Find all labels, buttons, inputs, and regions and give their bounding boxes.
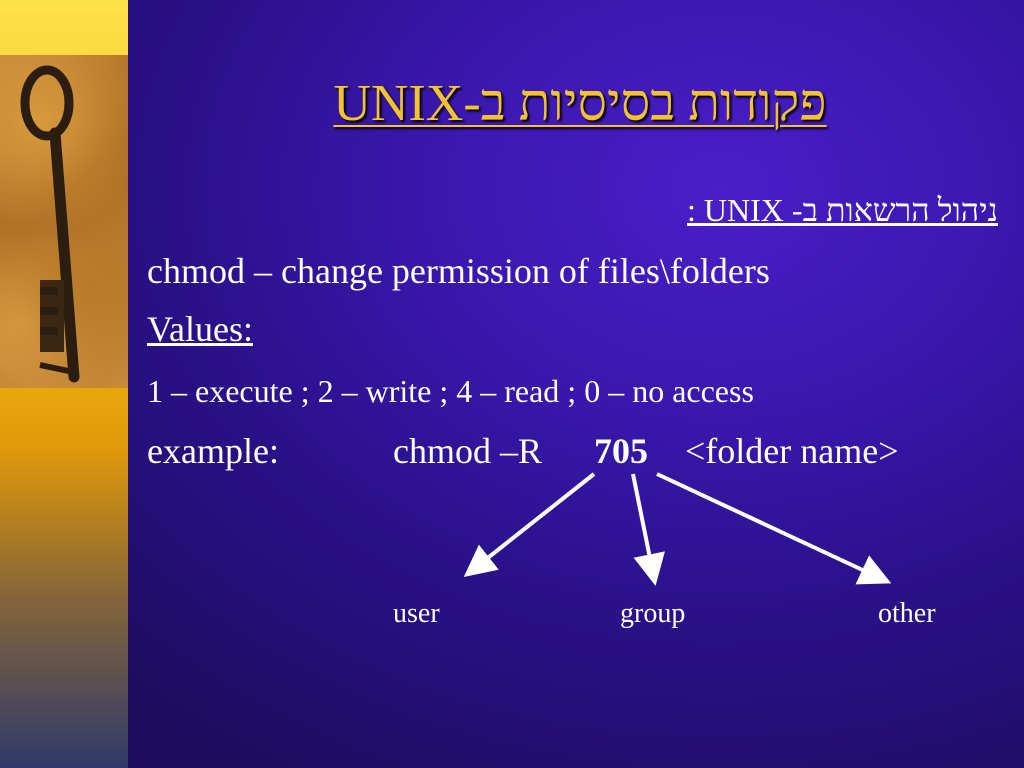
label-user: user [393,598,440,629]
folder-argument: <folder name> [685,431,899,471]
subtitle: ניהול הרשאות ב- UNIX : [687,192,998,228]
key-icon [20,65,80,383]
label-group: group [620,598,686,629]
slide-title: פקודות בסיסיות ב-UNIX [333,75,827,132]
values-heading: Values: [147,309,253,349]
label-other: other [878,598,936,629]
arrow-to-user [463,472,596,577]
example-label: example: [147,431,279,471]
permission-number: 705 [594,431,648,471]
chmod-description: chmod – change permission of files\folde… [147,251,770,291]
permission-codes: 1 – execute ; 2 – write ; 4 – read ; 0 –… [147,373,754,409]
arrow-to-group [631,473,665,586]
command-prefix: chmod –R [393,431,542,471]
key-image [0,55,128,388]
arrow-to-other [656,472,892,585]
